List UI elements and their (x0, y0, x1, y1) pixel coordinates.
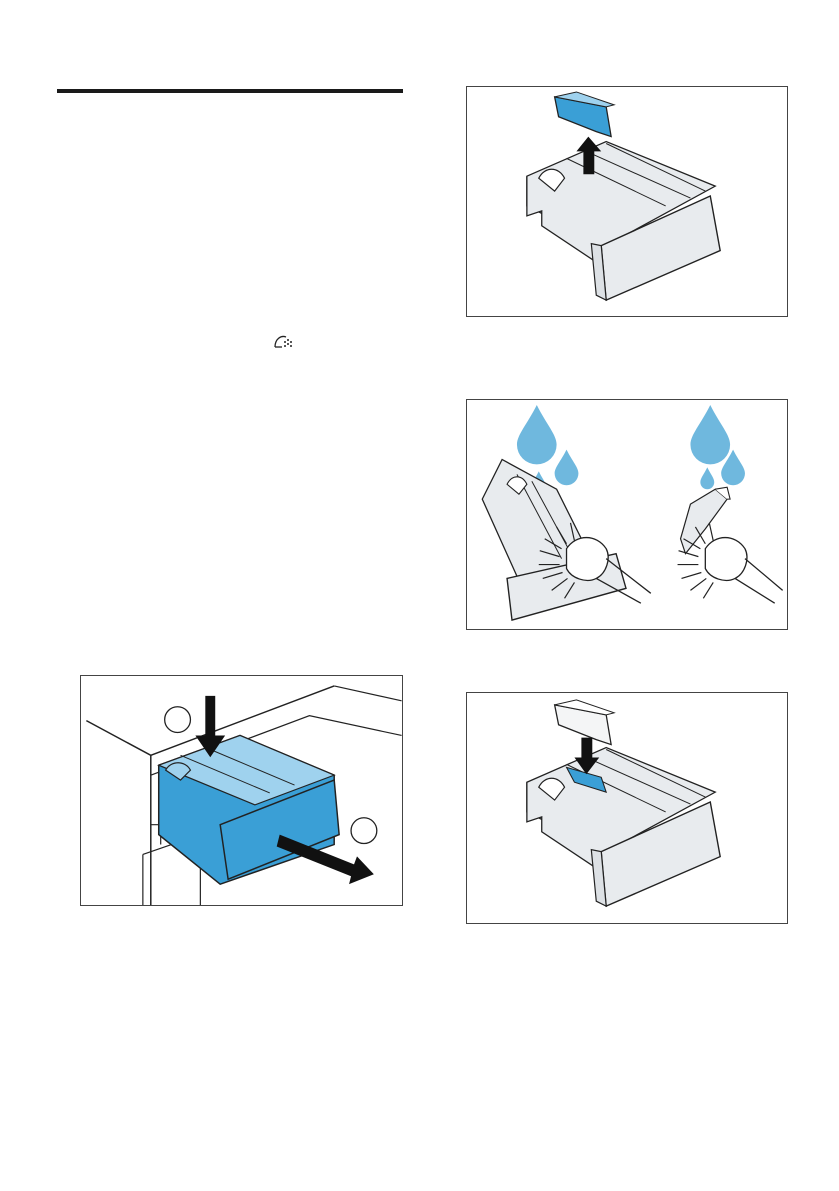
figure-pull-out-drawer (80, 675, 403, 906)
dispenser-rinse-icon (272, 333, 294, 351)
figure-remove-siphon-insert (466, 86, 788, 317)
figure-clean-drawer-and-insert (466, 399, 788, 630)
section-heading-rule (57, 89, 403, 93)
figure-refit-siphon-insert (466, 692, 788, 924)
